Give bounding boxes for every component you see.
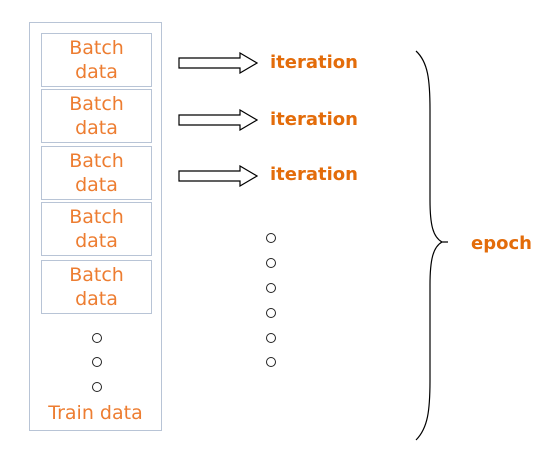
train-data-box: [29, 22, 162, 431]
batch-data-box-3: Batch data: [41, 146, 152, 200]
batch-label-line2: data: [75, 117, 118, 139]
ellipsis-dot: [266, 308, 276, 318]
iteration-label-2: iteration: [270, 109, 358, 130]
train-data-label: Train data: [48, 402, 143, 424]
batch-label: Batch: [69, 37, 124, 59]
batch-data-box-5: Batch data: [41, 260, 152, 314]
batch-data-box-4: Batch data: [41, 202, 152, 256]
ellipsis-dot: [266, 258, 276, 268]
ellipsis-dot: [266, 357, 276, 367]
ellipsis-dot: [92, 357, 102, 367]
ellipsis-dot: [266, 233, 276, 243]
ellipsis-dot: [92, 333, 102, 343]
batch-label: Batch: [69, 150, 124, 172]
batch-label-line2: data: [75, 61, 118, 83]
arrow-right-icon: [178, 109, 258, 131]
batch-label-line2: data: [75, 174, 118, 196]
iteration-label-1: iteration: [270, 52, 358, 73]
iteration-label-3: iteration: [270, 164, 358, 185]
epoch-label: epoch: [471, 233, 532, 254]
arrow-right-icon: [178, 165, 258, 187]
ellipsis-dot: [92, 382, 102, 392]
right-brace-icon: [415, 50, 448, 441]
ellipsis-dot: [266, 283, 276, 293]
batch-data-box-2: Batch data: [41, 89, 152, 143]
batch-label: Batch: [69, 264, 124, 286]
batch-label-line2: data: [75, 230, 118, 252]
ellipsis-dot: [266, 333, 276, 343]
batch-label: Batch: [69, 93, 124, 115]
arrow-right-icon: [178, 52, 258, 74]
batch-label: Batch: [69, 206, 124, 228]
batch-data-box-1: Batch data: [41, 33, 152, 87]
batch-label-line2: data: [75, 288, 118, 310]
